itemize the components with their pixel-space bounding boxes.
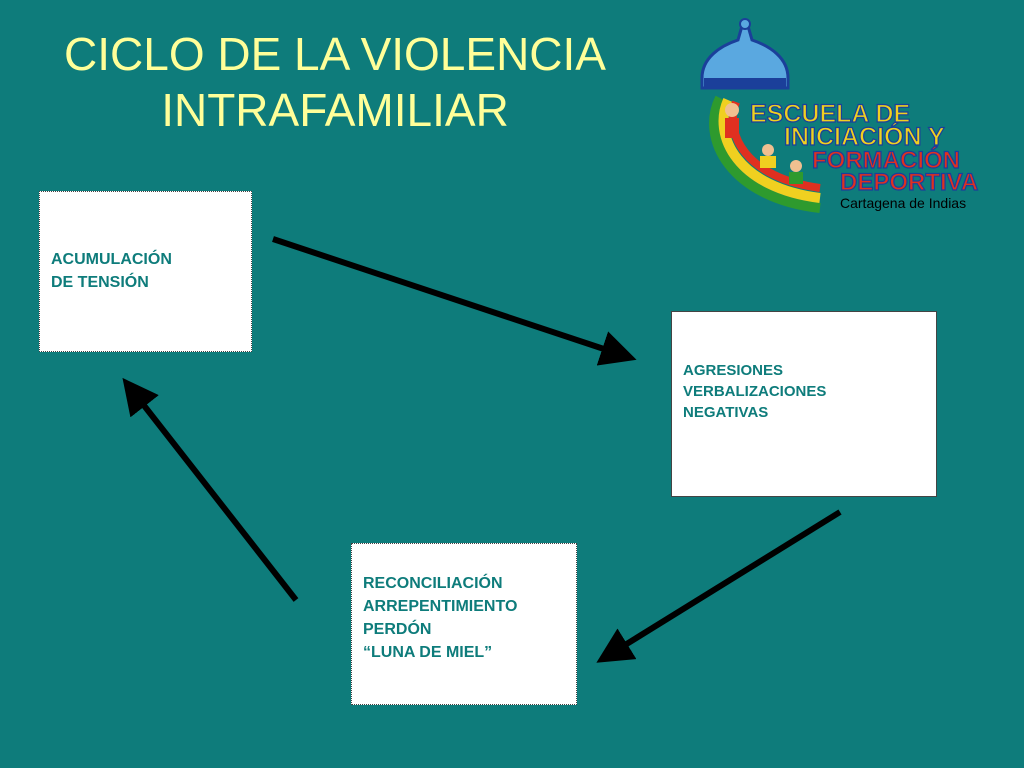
stage-text: “LUNA DE MIEL” [363,644,493,661]
stage-box-aggression: AGRESIONES VERBALIZACIONES NEGATIVAS [671,311,937,497]
stage-text: ACUMULACIÓN [51,251,172,268]
stage-text: PERDÓN [363,621,432,638]
logo-text-line5: Cartagena de Indias [840,195,966,211]
title-line-2: INTRAFAMILIAR [161,84,509,136]
stage-text: AGRESIONES [683,362,784,379]
school-logo: ESCUELA DE INICIACIÓN Y FORMACIÓN DEPORT… [700,18,979,213]
stage-text: ARREPENTIMIENTO [363,598,518,615]
stage-text: DE TENSIÓN [51,274,149,291]
arrow-reconciliation-to-tension [122,377,299,602]
title-line-1: CICLO DE LA VIOLENCIA [64,28,606,80]
logo-text-line2: INICIACIÓN Y [784,121,945,151]
logo-text-line1: ESCUELA DE [750,100,910,128]
stage-text: RECONCILIACIÓN [363,575,503,592]
stage-box-reconciliation: RECONCILIACIÓN ARREPENTIMIENTO PERDÓN “L… [351,543,577,705]
arrow-tension-to-aggression [272,236,637,366]
logo-text-line4: DEPORTIVA [840,169,978,196]
stage-text: NEGATIVAS [683,404,769,421]
logo-text-line3: FORMACIÓN [812,146,960,174]
slide-title: CICLO DE LA VIOLENCIA INTRAFAMILIAR [10,26,660,138]
stage-box-tension: ACUMULACIÓN DE TENSIÓN [39,191,252,352]
stage-text: VERBALIZACIONES [683,383,827,400]
arrow-aggression-to-reconciliation [596,509,842,663]
